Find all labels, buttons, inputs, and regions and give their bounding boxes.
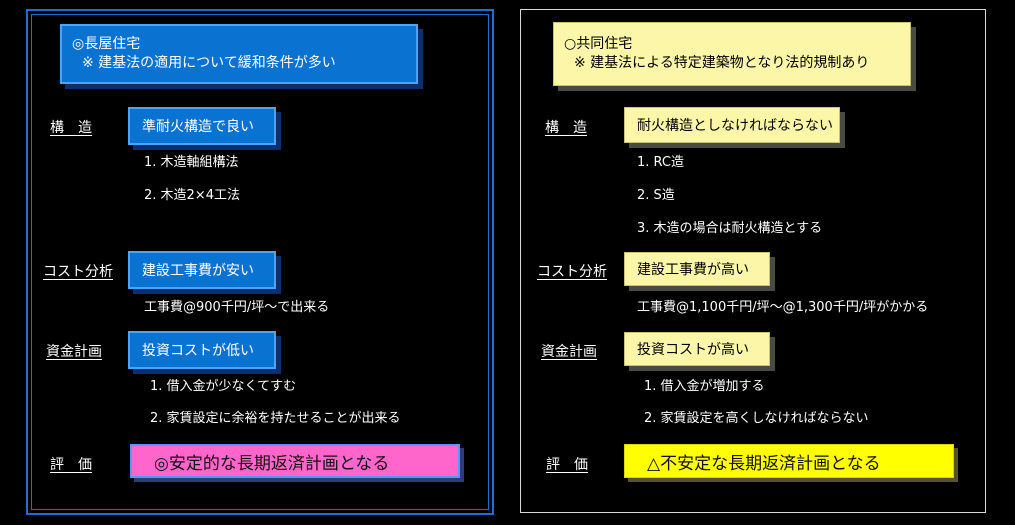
row-house-finance-value: 投資コストが低い <box>142 343 254 359</box>
row-house-structure-value: 準耐火構造で良い <box>142 119 254 135</box>
apartment-eval-value: △不安定な長期返済計画となる <box>647 453 881 474</box>
apartment-finance-box: 投資コストが高い <box>624 332 770 366</box>
apartment-finance-item: 1. 借入金が増加する <box>644 379 765 394</box>
apartment-cost-box: 建設工事費が高い <box>624 252 770 286</box>
apartment-structure-item: 3. 木造の場合は耐火構造とする <box>637 221 823 236</box>
apartment-cost-value: 建設工事費が高い <box>637 262 749 278</box>
apartment-finance-value: 投資コストが高い <box>637 342 749 358</box>
apartment-finance-label: 資金計画 <box>541 344 597 360</box>
apartment-structure-box: 耐火構造としなければならない <box>624 107 840 143</box>
apartment-structure-label: 構 造 <box>545 120 587 136</box>
row-house-finance-item: 1. 借入金が少なくてすむ <box>150 379 297 394</box>
apartment-cost-note: 工事費@1,100千円/坪～@1,300千円/坪がかかる <box>637 300 929 315</box>
apartment-structure-item: 1. RC造 <box>637 155 684 170</box>
apartment-structure-item: 2. S造 <box>637 188 675 203</box>
apartment-eval-label: 評 価 <box>546 457 588 473</box>
row-house-structure-label: 構 造 <box>50 120 92 136</box>
row-house-title: ◎長屋住宅 <box>72 36 141 52</box>
apartment-panel <box>520 9 986 513</box>
row-house-subtitle: ※ 建基法の適用について緩和条件が多い <box>82 55 336 71</box>
apartment-title-box: ○共同住宅 ※ 建基法による特定建築物となり法的規制あり <box>553 22 911 86</box>
apartment-title: ○共同住宅 <box>564 36 633 52</box>
apartment-finance-item: 2. 家賃設定を高くしなければならない <box>644 411 869 426</box>
row-house-eval-label: 評 価 <box>50 457 92 473</box>
apartment-subtitle: ※ 建基法による特定建築物となり法的規制あり <box>574 55 870 71</box>
row-house-finance-label: 資金計画 <box>46 344 102 360</box>
apartment-structure-value: 耐火構造としなければならない <box>637 118 833 134</box>
row-house-eval-value: ◎安定的な長期返済計画となる <box>154 453 390 474</box>
apartment-eval-box: △不安定な長期返済計画となる <box>624 444 954 478</box>
row-house-finance-box: 投資コストが低い <box>128 331 276 369</box>
row-house-panel <box>26 9 494 515</box>
row-house-cost-label: コスト分析 <box>43 264 113 280</box>
row-house-cost-value: 建設工事費が安い <box>142 263 254 279</box>
row-house-title-box: ◎長屋住宅 ※ 建基法の適用について緩和条件が多い <box>60 24 418 84</box>
row-house-eval-box: ◎安定的な長期返済計画となる <box>130 444 460 478</box>
row-house-structure-item: 2. 木造2×4工法 <box>144 188 240 203</box>
apartment-cost-label: コスト分析 <box>537 264 607 280</box>
row-house-cost-box: 建設工事費が安い <box>128 251 276 289</box>
row-house-structure-box: 準耐火構造で良い <box>128 107 276 145</box>
row-house-structure-item: 1. 木造軸組構法 <box>144 155 239 170</box>
row-house-cost-note: 工事費@900千円/坪～で出来る <box>144 300 330 315</box>
row-house-finance-item: 2. 家賃設定に余裕を持たせることが出来る <box>150 411 401 426</box>
